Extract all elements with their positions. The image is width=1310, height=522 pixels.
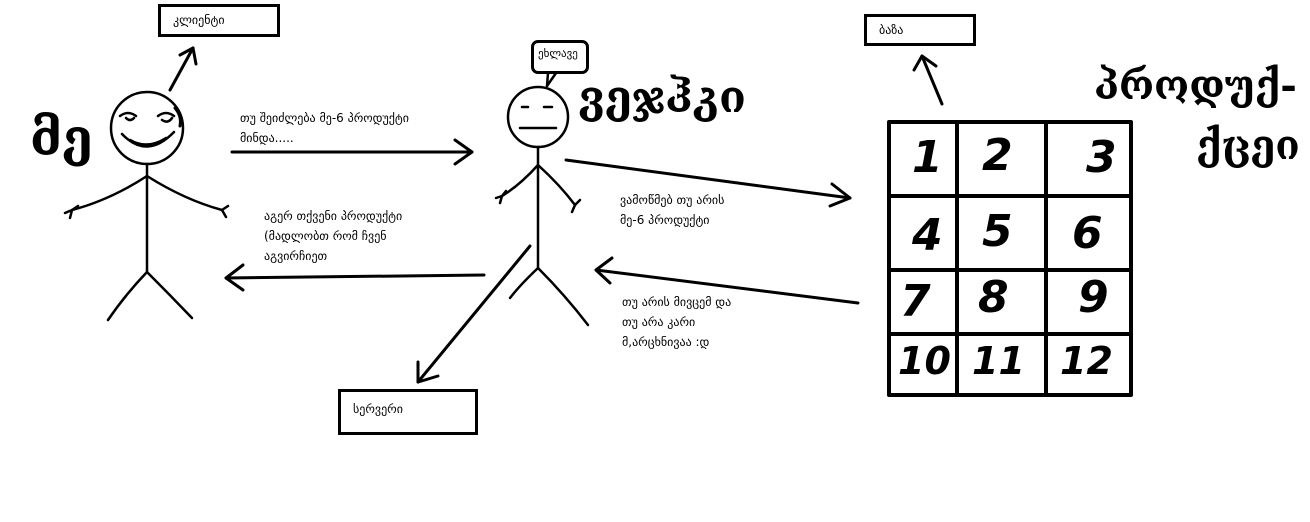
request-message: თუ შეიძლება მე-6 პროდუქტი მინდა..... bbox=[240, 108, 409, 148]
grid-cell: 9 bbox=[1078, 272, 1109, 323]
answer-line: მ,არცხნივაა :დ bbox=[622, 335, 710, 349]
answer-line: თუ არა კარი bbox=[622, 315, 696, 329]
handwritten-waiter: ვეჯჰკი bbox=[578, 72, 746, 123]
reply-line: აგვირჩიეთ bbox=[264, 249, 328, 263]
answer-line: თუ არის მივცემ და bbox=[622, 295, 732, 309]
waiter-figure bbox=[494, 85, 590, 327]
reply-line: აგერ თქვენი პროდუქტი bbox=[264, 209, 403, 223]
grid-cell: 3 bbox=[1086, 132, 1117, 183]
grid-cell: 7 bbox=[900, 276, 931, 327]
grid-cell: 2 bbox=[982, 130, 1013, 181]
server-box: სერვერი bbox=[338, 389, 478, 435]
request-line: მინდა..... bbox=[240, 131, 294, 145]
db-box: ბაზა bbox=[864, 14, 976, 46]
grid-cell: 12 bbox=[1060, 339, 1113, 383]
grid-cell: 11 bbox=[972, 339, 1025, 383]
grid-cell: 10 bbox=[898, 339, 951, 383]
handwritten-product-line1: პროდუქ- bbox=[1094, 62, 1297, 109]
request-line: თუ შეიძლება მე-6 პროდუქტი bbox=[240, 111, 409, 125]
grid-cell: 4 bbox=[912, 210, 943, 261]
grid-cell: 6 bbox=[1072, 208, 1103, 259]
reply-line: (მადლობთ რომ ჩვენ bbox=[264, 229, 387, 243]
speech-bubble: ეხლავე bbox=[531, 40, 589, 74]
handwritten-product-line2: ქცეი bbox=[1196, 122, 1300, 169]
client-box: კლიენტი bbox=[158, 4, 280, 37]
grid-cell: 5 bbox=[982, 206, 1013, 257]
check-line: მე-6 პროდუქტი bbox=[620, 213, 710, 227]
client-box-label: კლიენტი bbox=[173, 13, 225, 27]
check-line: ვამოწმებ თუ არის bbox=[620, 193, 725, 207]
db-box-label: ბაზა bbox=[879, 23, 904, 37]
arrows bbox=[168, 46, 944, 384]
handwritten-me: მე bbox=[30, 108, 93, 167]
bubble-tail bbox=[545, 71, 558, 88]
answer-message: თუ არის მივცემ და თუ არა კარი მ,არცხნივა… bbox=[622, 292, 731, 352]
grid-cell: 1 bbox=[912, 132, 943, 183]
client-figure bbox=[63, 90, 230, 322]
check-message: ვამოწმებ თუ არის მე-6 პროდუქტი bbox=[620, 190, 724, 230]
server-box-label: სერვერი bbox=[353, 402, 403, 416]
db-grid bbox=[887, 120, 1133, 397]
reply-message: აგერ თქვენი პროდუქტი (მადლობთ რომ ჩვენ ა… bbox=[264, 206, 402, 266]
speech-bubble-text: ეხლავე bbox=[538, 47, 578, 60]
grid-cell: 8 bbox=[978, 272, 1009, 323]
